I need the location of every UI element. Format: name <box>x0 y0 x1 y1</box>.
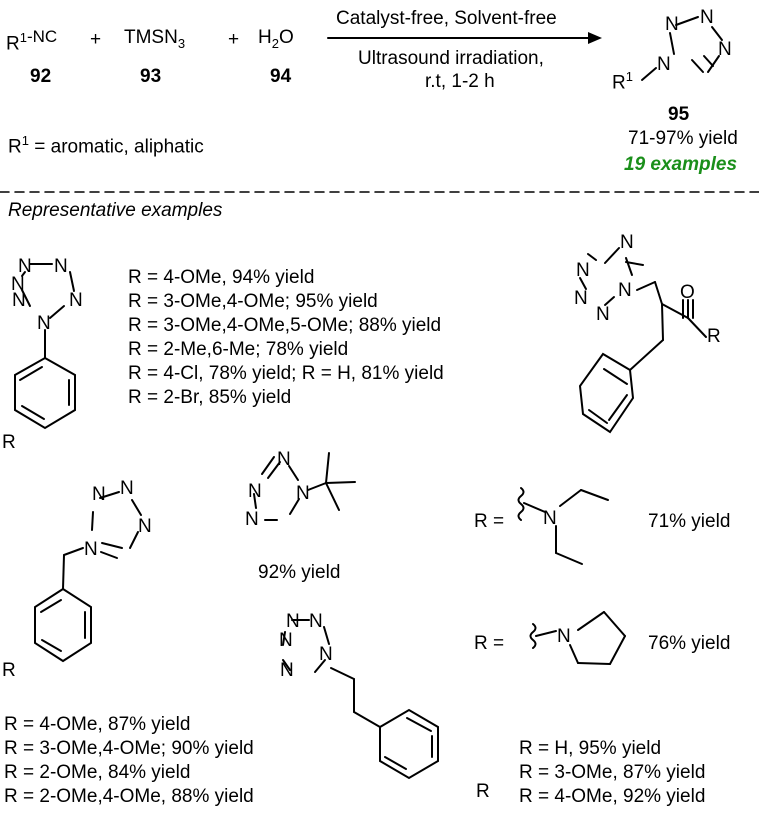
atom-n: N <box>596 304 610 325</box>
atom-labels: N N N N N N N N N N R N N N N N O R N N … <box>2 7 732 802</box>
product-yield: 71-97% yield <box>628 128 738 149</box>
conditions-bottom-1: Ultrasound irradiation, <box>358 48 544 69</box>
atom-n: N <box>309 611 323 632</box>
atom-r: R <box>2 660 16 681</box>
atom-n: N <box>92 484 106 505</box>
aryl-tetrazole-structure <box>14 263 76 430</box>
list-item: R = 3-OMe,4-OMe,5-OMe; 88% yield <box>128 315 442 336</box>
conditions-bottom-2: r.t, 1-2 h <box>425 71 495 92</box>
list-item: R = 4-OMe, 94% yield <box>128 267 315 288</box>
product-tetrazole-ring <box>641 16 723 81</box>
atom-n: N <box>665 14 679 35</box>
atom-n: N <box>319 644 333 665</box>
list-item: R = 2-OMe,4-OMe, 88% yield <box>4 786 254 807</box>
r1-definition: R1 = aromatic, aliphatic <box>8 133 204 158</box>
r-equals-label: R = <box>474 633 505 654</box>
list-item: R = 4-Cl, 78% yield; R = H, 81% yield <box>128 363 444 384</box>
atom-n: N <box>248 481 262 502</box>
diethylamino-structure <box>517 487 609 565</box>
atom-n: N <box>286 611 300 632</box>
plus-sign: + <box>228 29 240 50</box>
conditions-top: Catalyst-free, Solvent-free <box>336 8 557 29</box>
atom-n: N <box>18 256 32 277</box>
product-r1-label: R1 <box>612 69 633 94</box>
atom-n: N <box>37 313 51 334</box>
list-item: R = H, 95% yield <box>519 738 662 759</box>
atom-n: N <box>69 290 83 311</box>
atom-n: N <box>618 280 632 301</box>
atom-n: N <box>574 288 588 309</box>
compound-number-93: 93 <box>140 66 162 87</box>
reagent-isocyanide: R1-NC <box>6 27 58 55</box>
atom-r: R <box>476 781 490 802</box>
list-item: R = 4-OMe, 92% yield <box>519 786 706 807</box>
atom-r: R <box>707 326 721 347</box>
examples-count: 19 examples <box>624 154 738 175</box>
list-item: R = 4-OMe, 87% yield <box>4 714 191 735</box>
atom-r: R <box>2 432 16 453</box>
atom-n: N <box>84 539 98 560</box>
aryl-yield-list: R = 4-OMe, 94% yield R = 3-OMe,4-OMe; 95… <box>128 268 444 412</box>
atom-n: N <box>245 509 259 530</box>
list-item: R = 2-Me,6-Me; 78% yield <box>128 339 349 360</box>
pyrrolidino-yield: 76% yield <box>648 633 731 654</box>
phenethyl-yield-list: R = H, 95% yield R = 3-OMe, 87% yield R … <box>519 739 705 811</box>
section-title: Representative examples <box>8 200 223 221</box>
reagent-water: H2O <box>258 27 294 51</box>
atom-n: N <box>11 274 25 295</box>
list-item: R = 3-OMe,4-OMe; 90% yield <box>4 738 254 759</box>
benzyl-tetrazole-structure <box>34 491 142 663</box>
list-item: R = 3-OMe,4-OMe; 95% yield <box>128 291 378 312</box>
diethylamino-yield: 71% yield <box>648 511 731 532</box>
atom-n: N <box>718 39 732 60</box>
atom-n: N <box>620 232 634 253</box>
compound-number-92: 92 <box>30 66 52 87</box>
list-item: R = 2-OMe, 84% yield <box>4 762 191 783</box>
tbutyl-yield: 92% yield <box>258 562 341 583</box>
r-equals-label: R = <box>474 511 505 532</box>
atom-n: N <box>557 626 571 647</box>
tbutyl-tetrazole-structure <box>253 452 356 521</box>
atom-n: N <box>54 256 68 277</box>
atom-n: N <box>120 478 134 499</box>
compound-number-95: 95 <box>668 104 690 125</box>
compound-number-94: 94 <box>270 66 292 87</box>
atom-n: N <box>700 7 714 28</box>
list-item: R = 3-OMe, 87% yield <box>519 762 706 783</box>
atom-n: N <box>543 508 557 529</box>
atom-o: O <box>680 282 695 303</box>
reagent-tmsn3: TMSN3 <box>124 27 186 51</box>
pyrrolidino-structure <box>529 611 626 665</box>
atom-n: N <box>277 449 291 470</box>
atom-n: N <box>280 660 294 681</box>
list-item: R = 2-Br, 85% yield <box>128 387 292 408</box>
atom-n: N <box>576 260 590 281</box>
atom-n: N <box>296 483 310 504</box>
phenethyl-tetrazole-structure <box>282 619 439 780</box>
atom-n: N <box>138 516 152 537</box>
ketone-tetrazole-structure <box>578 247 707 434</box>
atom-n: N <box>12 290 26 311</box>
plus-sign: + <box>90 29 102 50</box>
benzyl-yield-list: R = 4-OMe, 87% yield R = 3-OMe,4-OMe; 90… <box>4 715 254 811</box>
reaction-arrowhead <box>588 32 602 44</box>
atom-n: N <box>279 630 293 651</box>
atom-n: N <box>657 54 671 75</box>
